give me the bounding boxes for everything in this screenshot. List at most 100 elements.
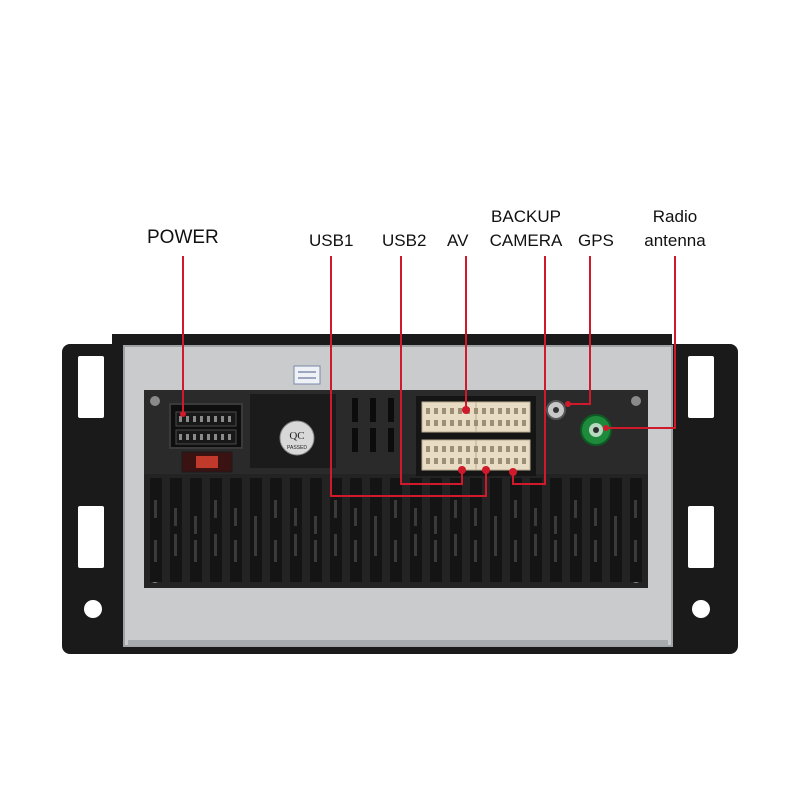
connector-pin — [482, 458, 486, 464]
connector-pin — [434, 458, 438, 464]
fin-slot — [574, 534, 577, 556]
connector-pin — [214, 434, 217, 440]
connector-pin — [221, 434, 224, 440]
fin-slot — [374, 534, 377, 556]
connector-pin — [474, 408, 478, 414]
fin-slot — [274, 500, 277, 518]
connector-pin — [522, 458, 526, 464]
connector-pin — [179, 434, 182, 440]
fin-slot — [474, 508, 477, 526]
heatsink-fin — [470, 478, 482, 582]
connector-pin — [228, 416, 231, 422]
fin-slot — [394, 540, 397, 562]
radio-antenna-connector — [580, 414, 612, 446]
heatsink-fin — [230, 478, 242, 582]
heatsink-fin — [270, 478, 282, 582]
frame-slot-right-bottom — [688, 506, 714, 568]
fin-slot — [374, 516, 377, 534]
label-gps: GPS — [578, 231, 614, 250]
power-connector — [169, 403, 243, 473]
fin-slot — [534, 508, 537, 526]
fin-slot — [594, 508, 597, 526]
fin-slot — [214, 500, 217, 518]
connector-pin — [442, 458, 446, 464]
connector-pin — [450, 420, 454, 426]
qc-text: QC — [289, 430, 304, 442]
label-radio-antenna: Radio antenna — [638, 207, 712, 251]
connector-pin — [186, 434, 189, 440]
connector-pin — [228, 434, 231, 440]
frame-slot-left-bottom — [78, 506, 104, 568]
fuse — [196, 456, 218, 468]
heatsink-fin — [510, 478, 522, 582]
fin-slot — [394, 500, 397, 518]
connector-pin — [514, 446, 518, 452]
connector-pin — [498, 408, 502, 414]
connector-pin — [214, 416, 217, 422]
fin-slot — [514, 540, 517, 562]
connector-pin — [426, 420, 430, 426]
fin-slot — [434, 540, 437, 562]
fin-slot — [474, 540, 477, 562]
heatsink-fin — [530, 478, 542, 582]
connector-pin — [482, 446, 486, 452]
connector-pin — [490, 408, 494, 414]
connector-pin — [450, 408, 454, 414]
connector-pin — [434, 446, 438, 452]
fin-slot — [254, 534, 257, 556]
connector-pin — [482, 420, 486, 426]
connector-pin — [498, 458, 502, 464]
connector-pin — [458, 408, 462, 414]
fin-slot — [314, 540, 317, 562]
connector-pin — [506, 408, 510, 414]
fin-slot — [494, 534, 497, 556]
passed-text: PASSED — [287, 445, 307, 451]
fin-slot — [574, 500, 577, 518]
fin-slot — [414, 508, 417, 526]
label-backup-line2: CAMERA — [489, 231, 563, 250]
heatsink-fin — [410, 478, 422, 582]
heatsink-fin — [630, 478, 642, 582]
connector-pin — [482, 408, 486, 414]
connector-pin — [506, 446, 510, 452]
connector-pin — [474, 446, 478, 452]
heatsink-fin — [450, 478, 462, 582]
connector-pin — [450, 458, 454, 464]
connector-pin — [514, 458, 518, 464]
cert-sticker — [293, 365, 321, 385]
connector-pin — [193, 434, 196, 440]
connector-pin — [193, 416, 196, 422]
connector-pin — [522, 420, 526, 426]
label-av: AV — [447, 231, 469, 250]
connector-pin — [466, 458, 470, 464]
connector-pin — [207, 434, 210, 440]
label-power: POWER — [147, 227, 219, 248]
label-usb2: USB2 — [382, 231, 427, 250]
gps-connector — [546, 400, 566, 420]
fin-slot — [614, 534, 617, 556]
connector-pin — [434, 408, 438, 414]
fin-slot — [414, 534, 417, 556]
connector-pin — [514, 420, 518, 426]
connector-pin — [200, 434, 203, 440]
screw-icon — [150, 396, 160, 406]
fin-slot — [534, 534, 537, 556]
fin-slot — [214, 534, 217, 556]
connector-pin — [450, 446, 454, 452]
connector-pin — [186, 416, 189, 422]
heatsink-fin — [570, 478, 582, 582]
screw-hole-left — [84, 600, 102, 618]
connector-pin — [498, 420, 502, 426]
label-backup-camera: BACKUP CAMERA — [486, 207, 566, 251]
label-usb1: USB1 — [309, 231, 354, 250]
fin-slot — [334, 500, 337, 518]
heatsink-fin — [170, 478, 182, 582]
fin-slot — [194, 540, 197, 562]
heatsink-fin — [210, 478, 222, 582]
connector-pin — [514, 408, 518, 414]
connector-pin — [458, 458, 462, 464]
callout-lines — [182, 256, 676, 497]
fin-slot — [554, 516, 557, 534]
connector-pin — [506, 458, 510, 464]
